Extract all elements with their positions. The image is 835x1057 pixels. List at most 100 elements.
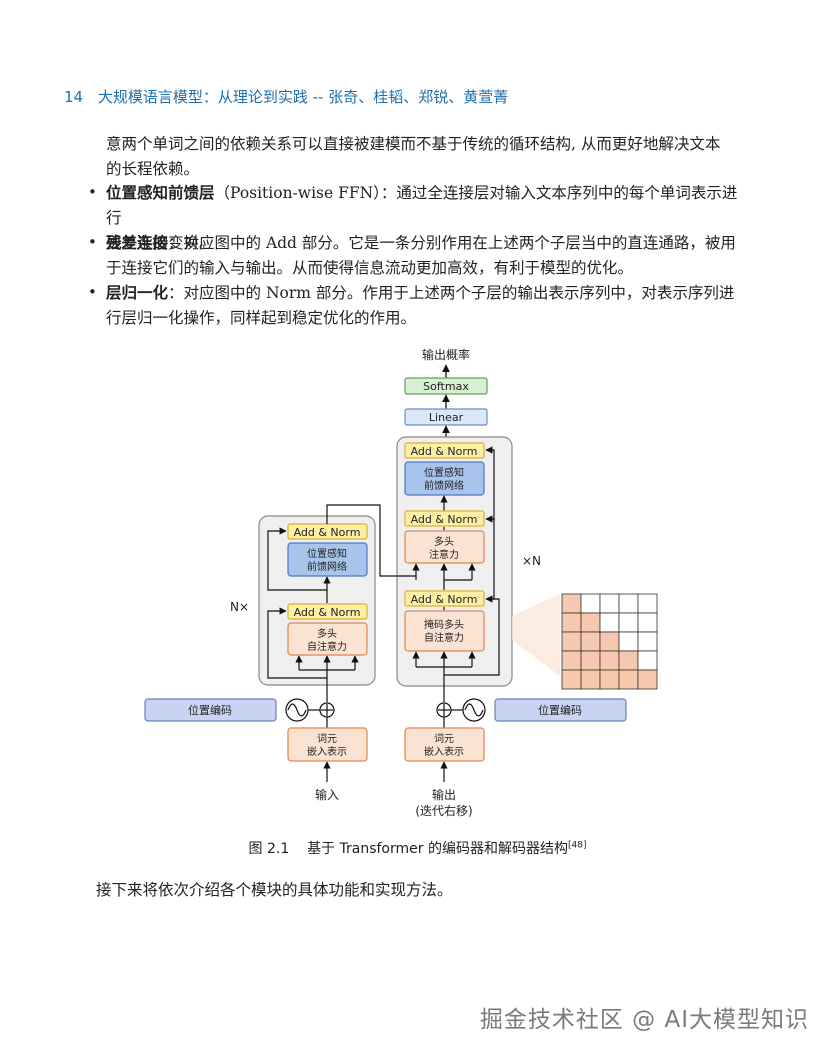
page-number: 14	[64, 88, 84, 106]
encoder-self-attention-box	[287, 622, 368, 656]
pos-enc-label: 位置编码	[188, 703, 232, 717]
mask-cell	[599, 650, 620, 671]
decoder-add-norm-1	[404, 590, 485, 607]
watermark: 掘金技术社区 @ AI大模型知识	[479, 1007, 809, 1033]
pos-enc-label: 位置编码	[538, 703, 582, 717]
bullet-dot: •	[88, 233, 97, 251]
mask-cell	[599, 631, 620, 652]
mask-cell	[618, 631, 639, 652]
self-attn-label-line2: 自注意力	[307, 640, 347, 653]
bullet-text: ：对应图中的 Norm 部分。作用于上述两个子层的输出表示序列中，对表示序列进	[168, 284, 735, 302]
emb-label-line2: 嵌入表示	[424, 745, 464, 758]
bullet-position-ffn: 位置感知前馈层（Position-wise FFN）：通过全连接层对输入文本序列…	[106, 181, 746, 256]
encoder-repeat-label: N×	[230, 600, 249, 614]
ffn-label-line2: 前馈网络	[307, 560, 347, 573]
running-title: 大规模语言模型：从理论到实践 -- 张奇、桂韬、郑锐、黄萱菁	[97, 88, 509, 106]
ffn-label-line1: 位置感知	[307, 547, 347, 560]
encoder-block	[258, 515, 376, 686]
figure-caption: 图 2.1 基于 Transformer 的编码器和解码器结构[48]	[0, 838, 835, 858]
decoder-add-icon	[436, 702, 452, 718]
encoder-add-norm-1	[287, 603, 368, 620]
encoder-sine-icon	[285, 698, 309, 722]
bullet-text-line2: 行层归一化操作，同样起到稳定优化的作用。	[106, 309, 417, 327]
decoder-embedding-box	[404, 727, 485, 762]
decoder-sine-icon	[462, 698, 486, 722]
mask-cell	[637, 650, 658, 671]
running-header: 14 大规模语言模型：从理论到实践 -- 张奇、桂韬、郑锐、黄萱菁	[64, 86, 508, 107]
mha-label-line1: 多头	[434, 535, 454, 548]
caption-text: 基于 Transformer 的编码器和解码器结构	[307, 841, 568, 857]
decoder-ffn-box	[404, 461, 485, 496]
self-attn-label-line1: 多头	[317, 627, 337, 640]
caption-label: 图 2.1	[248, 841, 290, 857]
linear-label: Linear	[429, 411, 464, 424]
mask-cell	[599, 669, 620, 690]
decoder-masked-attention-box	[404, 610, 485, 652]
decoder-pos-enc-box	[494, 698, 627, 722]
bullet-text-line2: 于连接它们的输入与输出。从而使得信息流动更加高效，有利于模型的优化。	[106, 259, 634, 277]
bullet-dot: •	[88, 283, 97, 301]
add-norm-label: Add & Norm	[294, 526, 361, 539]
bullet-term: 位置感知前馈层	[106, 184, 215, 202]
mask-cell	[561, 669, 582, 690]
ffn-label-line1: 位置感知	[424, 466, 464, 479]
caption-ref: [48]	[567, 840, 587, 851]
masked-label-line2: 自注意力	[424, 631, 464, 644]
bullet-dot: •	[88, 183, 97, 201]
output-prob-label: 输出概率	[422, 347, 470, 362]
mask-cell	[561, 631, 582, 652]
add-norm-label: Add & Norm	[411, 593, 478, 606]
mask-cell	[580, 631, 601, 652]
mask-cell	[637, 612, 658, 633]
outro-paragraph: 接下来将依次介绍各个模块的具体功能和实现方法。	[96, 881, 453, 899]
softmax-label: Softmax	[423, 380, 469, 393]
encoder-add-icon	[319, 702, 335, 718]
bullet-term: 残差连接	[106, 234, 169, 252]
mask-cell	[618, 593, 639, 614]
mask-cell	[599, 612, 620, 633]
encoder-ffn-box	[287, 542, 368, 577]
add-norm-label: Add & Norm	[411, 445, 478, 458]
bullet-layernorm: 层归一化：对应图中的 Norm 部分。作用于上述两个子层的输出表示序列中，对表示…	[106, 281, 746, 331]
mask-cell	[580, 593, 601, 614]
mask-cell	[561, 612, 582, 633]
add-norm-label: Add & Norm	[294, 606, 361, 619]
mask-cell	[599, 593, 620, 614]
encoder-pos-enc-box	[144, 698, 277, 722]
encoder-embedding-box	[287, 727, 368, 762]
mask-grid	[561, 593, 658, 690]
linear-box	[404, 408, 488, 426]
mask-cell	[580, 669, 601, 690]
mask-cell	[580, 650, 601, 671]
output-label-line2: (迭代右移)	[415, 803, 472, 818]
masked-label-line1: 掩码多头	[424, 618, 464, 631]
mask-cell	[637, 669, 658, 690]
bullet-text: ：对应图中的 Add 部分。它是一条分别作用在上述两个子层当中的直连通路，被用	[168, 234, 736, 252]
mha-label-line2: 注意力	[429, 548, 459, 561]
mask-cell	[561, 593, 582, 614]
add-norm-label: Add & Norm	[411, 513, 478, 526]
intro-paragraph: 意两个单词之间的依赖关系可以直接被建模而不基于传统的循环结构, 从而更好地解决文…	[106, 132, 746, 182]
mask-cell	[637, 593, 658, 614]
input-label: 输入	[315, 787, 339, 802]
intro-line-2: 的长程依赖。	[106, 160, 200, 178]
decoder-repeat-label: ×N	[522, 554, 541, 568]
output-label-line1: 输出	[432, 787, 456, 802]
bullet-residual: 残差连接：对应图中的 Add 部分。它是一条分别作用在上述两个子层当中的直连通路…	[106, 231, 746, 281]
bullet-text-line2: 更复杂的变换。	[106, 234, 215, 252]
mask-projection	[512, 594, 560, 676]
emb-label-line1: 词元	[434, 733, 454, 745]
mask-cell	[561, 650, 582, 671]
decoder-cross-attention-box	[404, 530, 485, 564]
softmax-box	[404, 377, 488, 395]
mask-cell	[618, 650, 639, 671]
mask-cell	[580, 612, 601, 633]
mask-cell	[618, 612, 639, 633]
bullet-text: （Position-wise FFN）：通过全连接层对输入文本序列中的每个单词表…	[106, 184, 738, 227]
mask-cell	[637, 631, 658, 652]
decoder-add-norm-2	[404, 510, 485, 527]
emb-label-line2: 嵌入表示	[307, 745, 347, 758]
transformer-diagram: 输出概率 Softmax Linear Add & Norm 位置感知 前馈网络…	[144, 347, 658, 818]
intro-line-1: 意两个单词之间的依赖关系可以直接被建模而不基于传统的循环结构, 从而更好地解决文…	[106, 135, 721, 153]
decoder-add-norm-3	[404, 442, 485, 459]
